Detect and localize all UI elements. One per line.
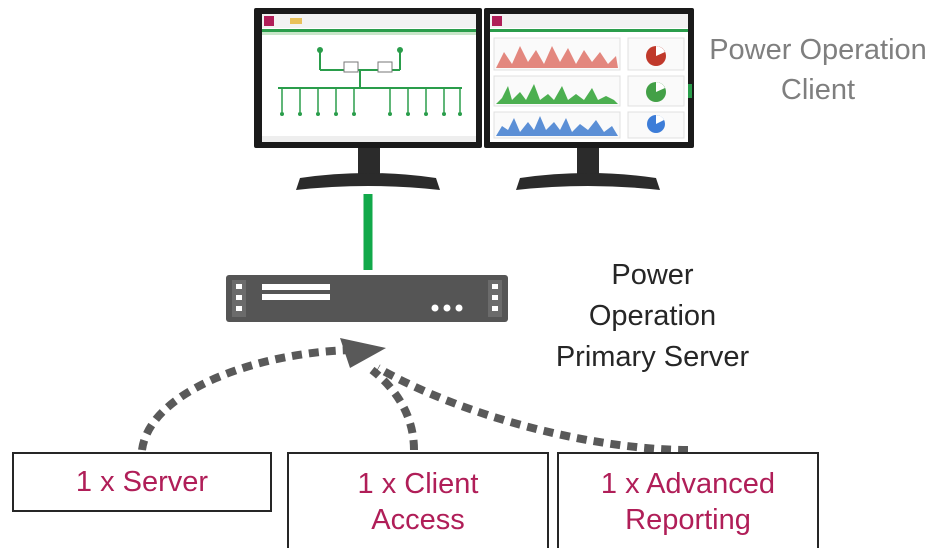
- server-label: Power Operation Primary Server: [520, 255, 785, 378]
- license-text: Access: [371, 504, 465, 536]
- client-label: Power Operation Client: [700, 30, 936, 110]
- single-line-diagram-screen: [262, 14, 476, 142]
- server-label-line: Operation: [588, 300, 717, 332]
- left-monitor: [254, 8, 482, 190]
- license-box-client-access: 1 x Client Access: [287, 452, 549, 548]
- license-text: Reporting: [625, 504, 751, 536]
- server-license-arrow: [138, 346, 353, 451]
- license-box-advanced-reporting: 1 x Advanced Reporting: [557, 452, 819, 548]
- server-label-line: Power: [611, 259, 694, 291]
- license-text: 1 x Server: [75, 466, 209, 498]
- client-access-license-arrow: [369, 366, 418, 451]
- license-text: 1 x Advanced: [600, 468, 776, 500]
- advanced-reporting-license-arrow: [376, 364, 689, 454]
- license-box-server: 1 x Server: [12, 452, 272, 512]
- client-label-line: Power Operation: [709, 34, 927, 66]
- server-label-line: Primary Server: [555, 341, 750, 373]
- license-text: 1 x Client: [357, 468, 479, 500]
- server-appliance: [226, 275, 508, 322]
- arrowhead-icon: [340, 338, 386, 368]
- right-monitor: [484, 8, 694, 190]
- client-label-line: Client: [780, 74, 856, 106]
